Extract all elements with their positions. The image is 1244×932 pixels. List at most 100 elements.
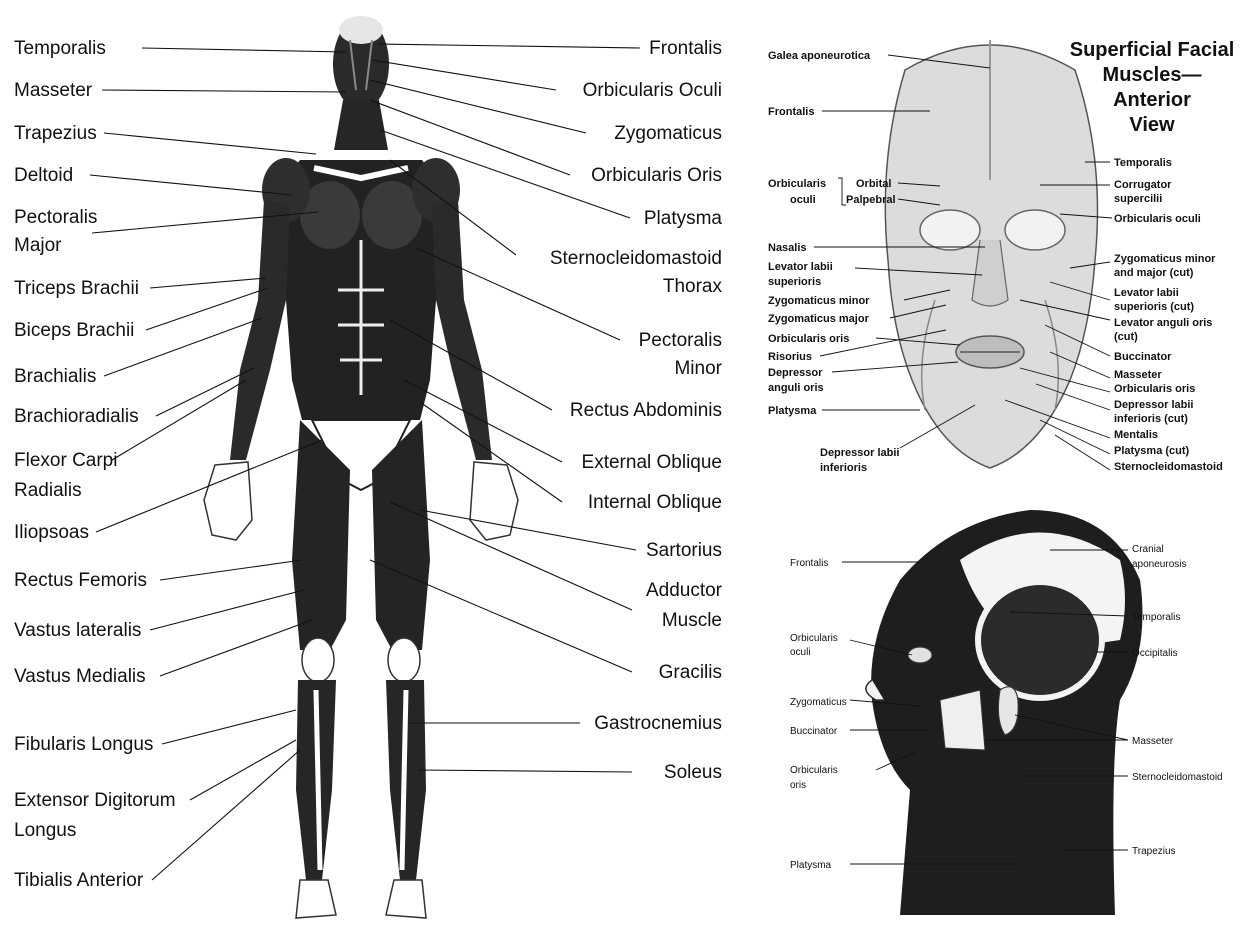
- label-brachialis: Brachialis: [14, 366, 96, 387]
- label-orbicularis-oris-right: Orbicularis oris: [1114, 383, 1195, 395]
- label-platysma-lateral: Platysma: [790, 860, 832, 871]
- full-body-left-labels: Temporalis Masseter Trapezius Deltoid Pe…: [14, 38, 176, 891]
- label-rectus-femoris: Rectus Femoris: [14, 570, 147, 591]
- full-body-figure: [204, 16, 518, 918]
- label-extensor-digitorum-2: Longus: [14, 820, 76, 841]
- label-levator-anguli-1: Levator anguli oris: [1114, 317, 1212, 329]
- label-frontalis: Frontalis: [649, 38, 722, 59]
- label-platysma: Platysma: [644, 208, 723, 229]
- label-brachioradialis: Brachioradialis: [14, 406, 139, 427]
- head-lateral-right-labels: Cranial aponeurosis Temporalis Occipital…: [1132, 544, 1223, 857]
- label-sternocleidomastoid-lateral: Sternocleidomastoid: [1132, 772, 1223, 783]
- label-palpebral: Palpebral: [846, 194, 896, 206]
- label-pectoralis-major-1: Pectoralis: [14, 207, 97, 228]
- label-zygomaticus-lateral: Zygomaticus: [790, 697, 847, 708]
- label-iliopsoas: Iliopsoas: [14, 522, 89, 543]
- head-lateral-left-labels: Frontalis Orbicularis oculi Zygomaticus …: [790, 558, 847, 871]
- face-anterior-title: Superficial Facial Muscles— Anterior Vie…: [1070, 39, 1235, 136]
- label-orbicularis-oris-lateral-2: oris: [790, 780, 806, 791]
- face-title-line-1: Superficial Facial: [1070, 39, 1235, 61]
- label-depressor-labii-cut-2: inferioris (cut): [1114, 413, 1188, 425]
- label-zygomaticus-cut-2: and major (cut): [1114, 267, 1194, 279]
- label-deltoid: Deltoid: [14, 165, 73, 186]
- label-levator-anguli-2: (cut): [1114, 331, 1138, 343]
- label-frontalis-face: Frontalis: [768, 106, 814, 118]
- label-sternocleidomastoid: Sternocleidomastoid: [550, 248, 722, 269]
- face-title-line-2: Muscles—: [1103, 64, 1202, 86]
- face-title-line-4: View: [1129, 114, 1175, 136]
- label-flexor-carpi-1: Flexor Carpi: [14, 450, 117, 471]
- label-levator-labii-1: Levator labii: [768, 261, 833, 273]
- label-thorax: Thorax: [663, 276, 723, 297]
- label-temporalis-lateral: Temporalis: [1132, 612, 1180, 623]
- label-trapezius: Trapezius: [14, 123, 97, 144]
- label-cranial-aponeurosis-2: aponeurosis: [1132, 559, 1186, 570]
- full-body-right-labels: Frontalis Orbicularis Oculi Zygomaticus …: [550, 38, 723, 783]
- label-orbicularis-face: Orbicularis: [768, 178, 826, 190]
- label-vastus-medialis: Vastus Medialis: [14, 666, 146, 687]
- label-levator-labii-2: superioris: [768, 276, 821, 288]
- label-external-oblique: External Oblique: [582, 452, 722, 473]
- label-depressor-anguli-1: Depressor: [768, 367, 823, 379]
- label-masseter-face: Masseter: [1114, 369, 1162, 381]
- label-rectus-abdominis: Rectus Abdominis: [570, 400, 722, 421]
- label-zygomaticus-major: Zygomaticus major: [768, 313, 870, 325]
- label-mentalis: Mentalis: [1114, 429, 1158, 441]
- label-internal-oblique: Internal Oblique: [588, 492, 722, 513]
- label-extensor-digitorum-1: Extensor Digitorum: [14, 790, 176, 811]
- label-orbicularis-oculi-lateral-1: Orbicularis: [790, 633, 838, 644]
- label-biceps-brachii: Biceps Brachii: [14, 320, 134, 341]
- label-galea-aponeurotica: Galea aponeurotica: [768, 50, 871, 62]
- face-anterior-illustration: [885, 40, 1097, 468]
- label-adductor-muscle-1: Adductor: [646, 580, 723, 601]
- label-pectoralis-minor-2: Minor: [674, 358, 722, 379]
- label-buccinator-face: Buccinator: [1114, 351, 1172, 363]
- label-zygomaticus: Zygomaticus: [614, 123, 722, 144]
- label-depressor-labii-1: Depressor labii: [820, 447, 899, 459]
- label-orbicularis-oris-face: Orbicularis oris: [768, 333, 849, 345]
- label-cranial-aponeurosis-1: Cranial: [1132, 544, 1164, 555]
- label-orbicularis-oculi: Orbicularis Oculi: [583, 80, 722, 101]
- label-triceps-brachii: Triceps Brachii: [14, 278, 139, 299]
- label-zygomaticus-minor: Zygomaticus minor: [768, 295, 870, 307]
- label-pectoralis-minor-1: Pectoralis: [639, 330, 722, 351]
- label-temporalis-face: Temporalis: [1114, 157, 1172, 169]
- face-anterior-right-labels: Temporalis Corrugator supercilii Orbicul…: [1114, 157, 1223, 473]
- label-orbicularis-oculi-lateral-2: oculi: [790, 647, 811, 658]
- label-buccinator-lateral: Buccinator: [790, 726, 838, 737]
- label-gastrocnemius: Gastrocnemius: [594, 713, 722, 734]
- label-occipitalis: Occipitalis: [1132, 648, 1178, 659]
- head-lateral-illustration: [866, 510, 1143, 915]
- label-fibularis-longus: Fibularis Longus: [14, 734, 153, 755]
- label-oculi-face: oculi: [790, 194, 816, 206]
- label-soleus: Soleus: [664, 762, 722, 783]
- label-vastus-lateralis: Vastus lateralis: [14, 620, 141, 641]
- face-title-line-3: Anterior: [1113, 89, 1191, 111]
- label-orbicularis-oris-lateral-1: Orbicularis: [790, 765, 838, 776]
- label-frontalis-lateral: Frontalis: [790, 558, 828, 569]
- label-nasalis: Nasalis: [768, 242, 807, 254]
- label-platysma-cut: Platysma (cut): [1114, 445, 1190, 457]
- label-sartorius: Sartorius: [646, 540, 722, 561]
- label-platysma-face: Platysma: [768, 405, 817, 417]
- label-masseter: Masseter: [14, 80, 93, 101]
- label-depressor-labii-cut-1: Depressor labii: [1114, 399, 1193, 411]
- label-corrugator-2: supercilii: [1114, 193, 1162, 205]
- label-tibialis-anterior: Tibialis Anterior: [14, 870, 144, 891]
- label-trapezius-lateral: Trapezius: [1132, 846, 1176, 857]
- label-temporalis: Temporalis: [14, 38, 106, 59]
- label-masseter-lateral: Masseter: [1132, 736, 1174, 747]
- label-orbicularis-oris: Orbicularis Oris: [591, 165, 722, 186]
- label-flexor-carpi-2: Radialis: [14, 480, 82, 501]
- label-levator-labii-cut-1: Levator labii: [1114, 287, 1179, 299]
- label-orbicularis-oculi-face: Orbicularis oculi: [1114, 213, 1201, 225]
- label-zygomaticus-cut-1: Zygomaticus minor: [1114, 253, 1216, 265]
- label-gracilis: Gracilis: [659, 662, 722, 683]
- label-pectoralis-major-2: Major: [14, 235, 62, 256]
- label-risorius: Risorius: [768, 351, 812, 363]
- label-corrugator-1: Corrugator: [1114, 179, 1172, 191]
- label-levator-labii-cut-2: superioris (cut): [1114, 301, 1194, 313]
- label-sternocleidomastoid-face: Sternocleidomastoid: [1114, 461, 1223, 473]
- label-depressor-labii-2: inferioris: [820, 462, 867, 474]
